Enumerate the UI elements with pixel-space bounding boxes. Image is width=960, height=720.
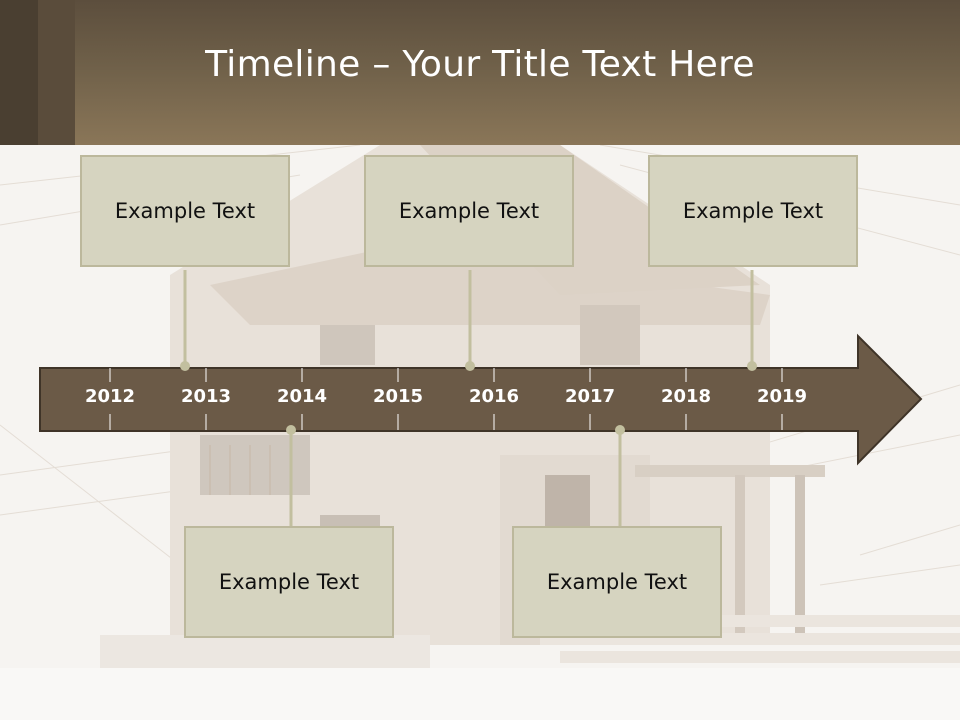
year-label-2017[interactable]: 2017	[564, 386, 616, 407]
event-text: Example Text	[398, 199, 540, 223]
event-text: Example Text	[218, 570, 360, 594]
header-accent-strip	[38, 0, 75, 145]
year-label-2013[interactable]: 2013	[180, 386, 232, 407]
year-label-2012[interactable]: 2012	[84, 386, 136, 407]
year-label-2019[interactable]: 2019	[756, 386, 808, 407]
connector-dots	[180, 361, 757, 435]
header-accent-strip	[0, 0, 38, 145]
connector-dot-1	[180, 361, 190, 371]
connector-dot-4	[286, 425, 296, 435]
event-box-bottom-2[interactable]: Example Text	[512, 526, 722, 638]
year-label-2018[interactable]: 2018	[660, 386, 712, 407]
connector-dot-3	[747, 361, 757, 371]
footer-band	[0, 668, 960, 720]
slide-title[interactable]: Timeline – Your Title Text Here	[205, 44, 755, 85]
header-bar	[0, 0, 960, 145]
event-text: Example Text	[114, 199, 256, 223]
event-box-top-1[interactable]: Example Text	[80, 155, 290, 267]
event-box-bottom-1[interactable]: Example Text	[184, 526, 394, 638]
event-box-top-2[interactable]: Example Text	[364, 155, 574, 267]
year-label-2014[interactable]: 2014	[276, 386, 328, 407]
timeline-arrow	[39, 333, 923, 466]
year-label-2016[interactable]: 2016	[468, 386, 520, 407]
connector-dot-5	[615, 425, 625, 435]
event-text: Example Text	[546, 570, 688, 594]
event-text: Example Text	[682, 199, 824, 223]
connector-dot-2	[465, 361, 475, 371]
year-ticks	[109, 368, 783, 430]
connector-lines	[183, 270, 754, 526]
event-box-top-3[interactable]: Example Text	[648, 155, 858, 267]
year-label-2015[interactable]: 2015	[372, 386, 424, 407]
